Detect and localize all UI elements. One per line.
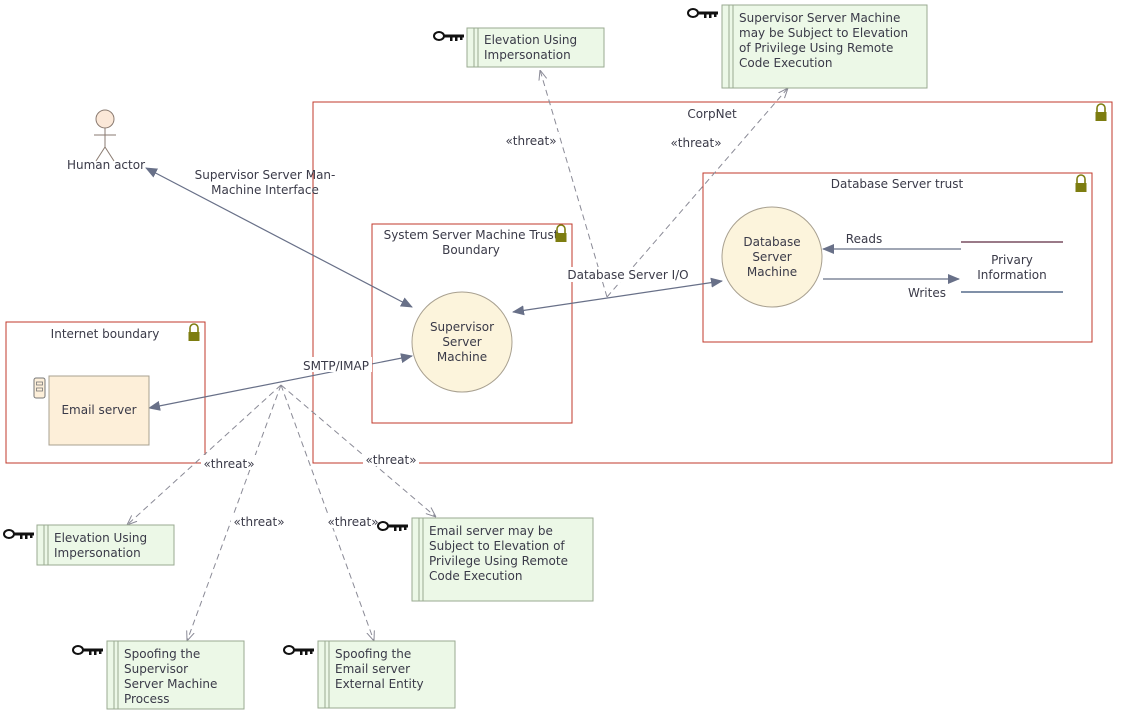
threat-supervisor-rce-line1: Supervisor Server Machine [739, 11, 900, 25]
database-server-process[interactable]: Database Server Machine [721, 206, 823, 308]
threat-tag: «threat» [233, 515, 284, 529]
threat-tag: «threat» [327, 515, 378, 529]
corpnet-label: CorpNet [687, 107, 737, 121]
database-trust-boundary[interactable]: Database Server trust [702, 172, 1093, 343]
flow-labels: Supervisor Server Man- Machine Interface… [195, 168, 946, 373]
threat-spoof-supervisor-line3: Server Machine [124, 677, 217, 691]
database-trust-label: Database Server trust [831, 177, 964, 191]
threat-note-email-rce[interactable]: Email server may be Subject to Elevation… [377, 517, 594, 602]
database-label-line3: Machine [747, 265, 797, 279]
threat-spoof-email-line1: Spoofing the [335, 647, 411, 661]
corpnet-lock-icon [1094, 103, 1108, 122]
threat-link-elev-top[interactable] [540, 70, 608, 298]
threat-note-elev-bottom[interactable]: Elevation Using Impersonation [3, 524, 175, 566]
database-label-line2: Server [752, 250, 791, 264]
threat-elev-top-line2: Impersonation [484, 48, 571, 62]
threat-note-supervisor-rce[interactable]: Supervisor Server Machine may be Subject… [687, 4, 928, 89]
threat-note-spoof-supervisor[interactable]: Spoofing the Supervisor Server Machine P… [72, 640, 245, 710]
data-flows [145, 167, 961, 411]
flow-writes-label: Writes [908, 286, 946, 300]
threat-tag: «threat» [203, 457, 254, 471]
actor-icon [93, 109, 117, 162]
system-server-boundary[interactable]: System Server Machine Trust Boundary [371, 223, 573, 424]
key-icon [72, 645, 104, 656]
threat-note-spoof-email[interactable]: Spoofing the Email server External Entit… [283, 640, 456, 709]
supervisor-label-line3: Machine [437, 350, 487, 364]
flow-smtp-label: SMTP/IMAP [303, 359, 369, 373]
datastore-label-line2: Information [977, 268, 1046, 282]
key-icon [433, 31, 465, 42]
threat-supervisor-rce-line4: Code Execution [739, 56, 832, 70]
flow-db-io-label: Database Server I/O [567, 268, 688, 282]
key-icon [283, 645, 315, 656]
threat-elev-bottom-line2: Impersonation [54, 546, 141, 560]
database-trust-lock-icon [1074, 174, 1088, 193]
threat-email-rce-line2: Subject to Elevation of [429, 539, 565, 553]
internet-lock-icon [187, 323, 201, 342]
privary-information-store[interactable]: Privary Information [961, 241, 1063, 293]
actor-label: Human actor [67, 158, 145, 172]
threat-email-rce-line3: Privilege Using Remote [429, 554, 568, 568]
flow-database-io[interactable] [512, 277, 723, 316]
threat-tag: «threat» [505, 134, 556, 148]
system-server-label-line2: Boundary [442, 243, 500, 257]
threat-spoof-email-line2: Email server [335, 662, 410, 676]
threat-spoof-supervisor-line1: Spoofing the [124, 647, 200, 661]
threat-link-spoof-supervisor[interactable] [187, 384, 282, 641]
threat-stereotype-labels: «threat» «threat» «threat» «threat» «thr… [201, 132, 724, 529]
supervisor-label-line1: Supervisor [430, 320, 494, 334]
flow-reads-label: Reads [846, 232, 882, 246]
threat-link-spoof-email[interactable] [280, 384, 374, 641]
threat-email-rce-line4: Code Execution [429, 569, 522, 583]
key-icon [687, 8, 719, 19]
supervisor-label-line2: Server [442, 335, 481, 349]
database-label-line1: Database [743, 235, 800, 249]
threat-email-rce-line1: Email server may be [429, 524, 553, 538]
human-actor[interactable]: Human actor [67, 109, 145, 172]
threat-elev-bottom-line1: Elevation Using [54, 531, 147, 545]
threat-spoof-supervisor-line2: Supervisor [124, 662, 188, 676]
supervisor-server-process[interactable]: Supervisor Server Machine [411, 291, 513, 393]
threat-elev-top-line1: Elevation Using [484, 33, 577, 47]
threat-tag: «threat» [670, 136, 721, 150]
email-server-label: Email server [61, 403, 136, 417]
flow-hmi-label-line1: Supervisor Server Man- [195, 168, 336, 182]
threat-supervisor-rce-line3: of Privilege Using Remote [739, 41, 893, 55]
threat-tag: «threat» [365, 453, 416, 467]
internet-boundary-label: Internet boundary [51, 327, 160, 341]
email-server-entity[interactable]: Email server [33, 375, 150, 446]
flow-hmi-label-line2: Machine Interface [211, 183, 319, 197]
system-server-label-line1: System Server Machine Trust [384, 228, 559, 242]
system-server-lock-icon [554, 224, 568, 243]
threat-note-elev-top[interactable]: Elevation Using Impersonation [433, 27, 605, 68]
datastore-label-line1: Privary [991, 253, 1033, 267]
threat-supervisor-rce-line2: may be Subject to Elevation [739, 26, 908, 40]
key-icon [3, 529, 35, 540]
threat-spoof-supervisor-line4: Process [124, 692, 170, 706]
server-icon [33, 377, 46, 399]
flow-smtp-imap[interactable] [148, 353, 413, 411]
threat-spoof-email-line3: External Entity [335, 677, 424, 691]
threat-link-supervisor-rce[interactable] [606, 88, 788, 298]
flow-human-supervisor[interactable] [145, 167, 413, 308]
key-icon [377, 521, 409, 532]
